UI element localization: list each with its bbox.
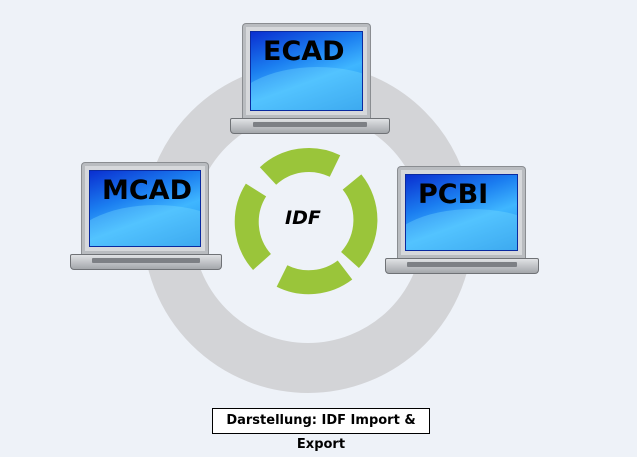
- idf-label: IDF: [285, 207, 321, 229]
- laptop-base: [230, 118, 390, 134]
- node-label-pcbi: PCBI: [418, 179, 489, 210]
- idf-cycle-arrows-icon: [234, 148, 378, 295]
- laptop-screen: PCBI: [398, 167, 525, 258]
- laptop-screen: MCAD: [82, 163, 208, 254]
- laptop-base: [70, 254, 222, 270]
- node-label-ecad: ECAD: [263, 36, 345, 67]
- node-label-mcad: MCAD: [102, 175, 192, 206]
- laptop-base: [385, 258, 539, 274]
- laptop-screen: ECAD: [243, 24, 370, 118]
- diagram-caption: Darstellung: IDF Import & Export: [212, 408, 430, 452]
